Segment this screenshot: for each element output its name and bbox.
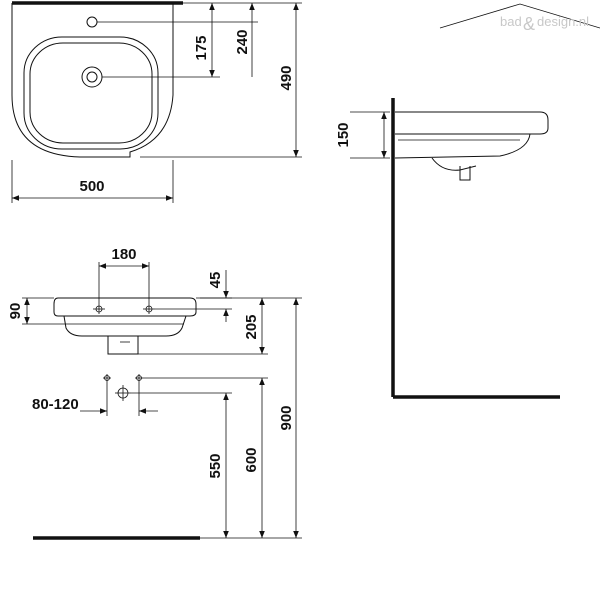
basin-rim-profile: [395, 111, 549, 135]
dim-front-install-height: 900: [278, 405, 295, 430]
basin-outline: [11, 3, 174, 158]
dim-front-bowl-depth: 205: [243, 314, 260, 339]
bowl-inner: [29, 42, 153, 144]
drain-inner: [86, 71, 98, 83]
basin-bowl-bottom: [431, 157, 477, 171]
watermark-left: bad: [500, 14, 522, 29]
dim-front-connection-height: 550: [207, 453, 224, 478]
front-basin-bowl: [63, 315, 187, 337]
dim-front-connection-spacing: 80-120: [32, 396, 79, 413]
dim-top-tap-offset: 240: [234, 29, 251, 54]
dim-front-tap-spacing: 180: [111, 246, 136, 263]
dim-front-rim-top: 45: [207, 272, 224, 289]
front-drain: [107, 336, 139, 355]
dim-top-width: 500: [79, 178, 104, 195]
connection-right: [135, 374, 143, 382]
tap-hole-left: [93, 304, 105, 314]
front-view: 180 45 90 205 900 600 550: [7, 246, 302, 540]
connection-left: [103, 374, 111, 382]
top-view: 175 240 490 500: [11, 1, 302, 203]
dim-side-height: 150: [335, 122, 352, 147]
watermark-amp: &: [523, 14, 535, 34]
dim-front-rim-height: 90: [7, 303, 24, 320]
drain-outer: [81, 66, 103, 88]
watermark: bad & design.nl: [439, 3, 600, 34]
dim-top-drain-offset: 175: [193, 35, 210, 60]
tap-hole: [86, 16, 98, 28]
tap-hole-right: [143, 304, 155, 314]
waste-connection: [115, 385, 131, 401]
bowl-rim: [23, 36, 159, 150]
dim-top-depth: 490: [278, 65, 295, 90]
front-basin-rim: [53, 297, 197, 317]
side-drain: [459, 166, 471, 181]
side-view: 150: [335, 98, 560, 399]
watermark-right: design.nl: [537, 14, 589, 29]
dim-front-drain-height: 600: [243, 447, 260, 472]
